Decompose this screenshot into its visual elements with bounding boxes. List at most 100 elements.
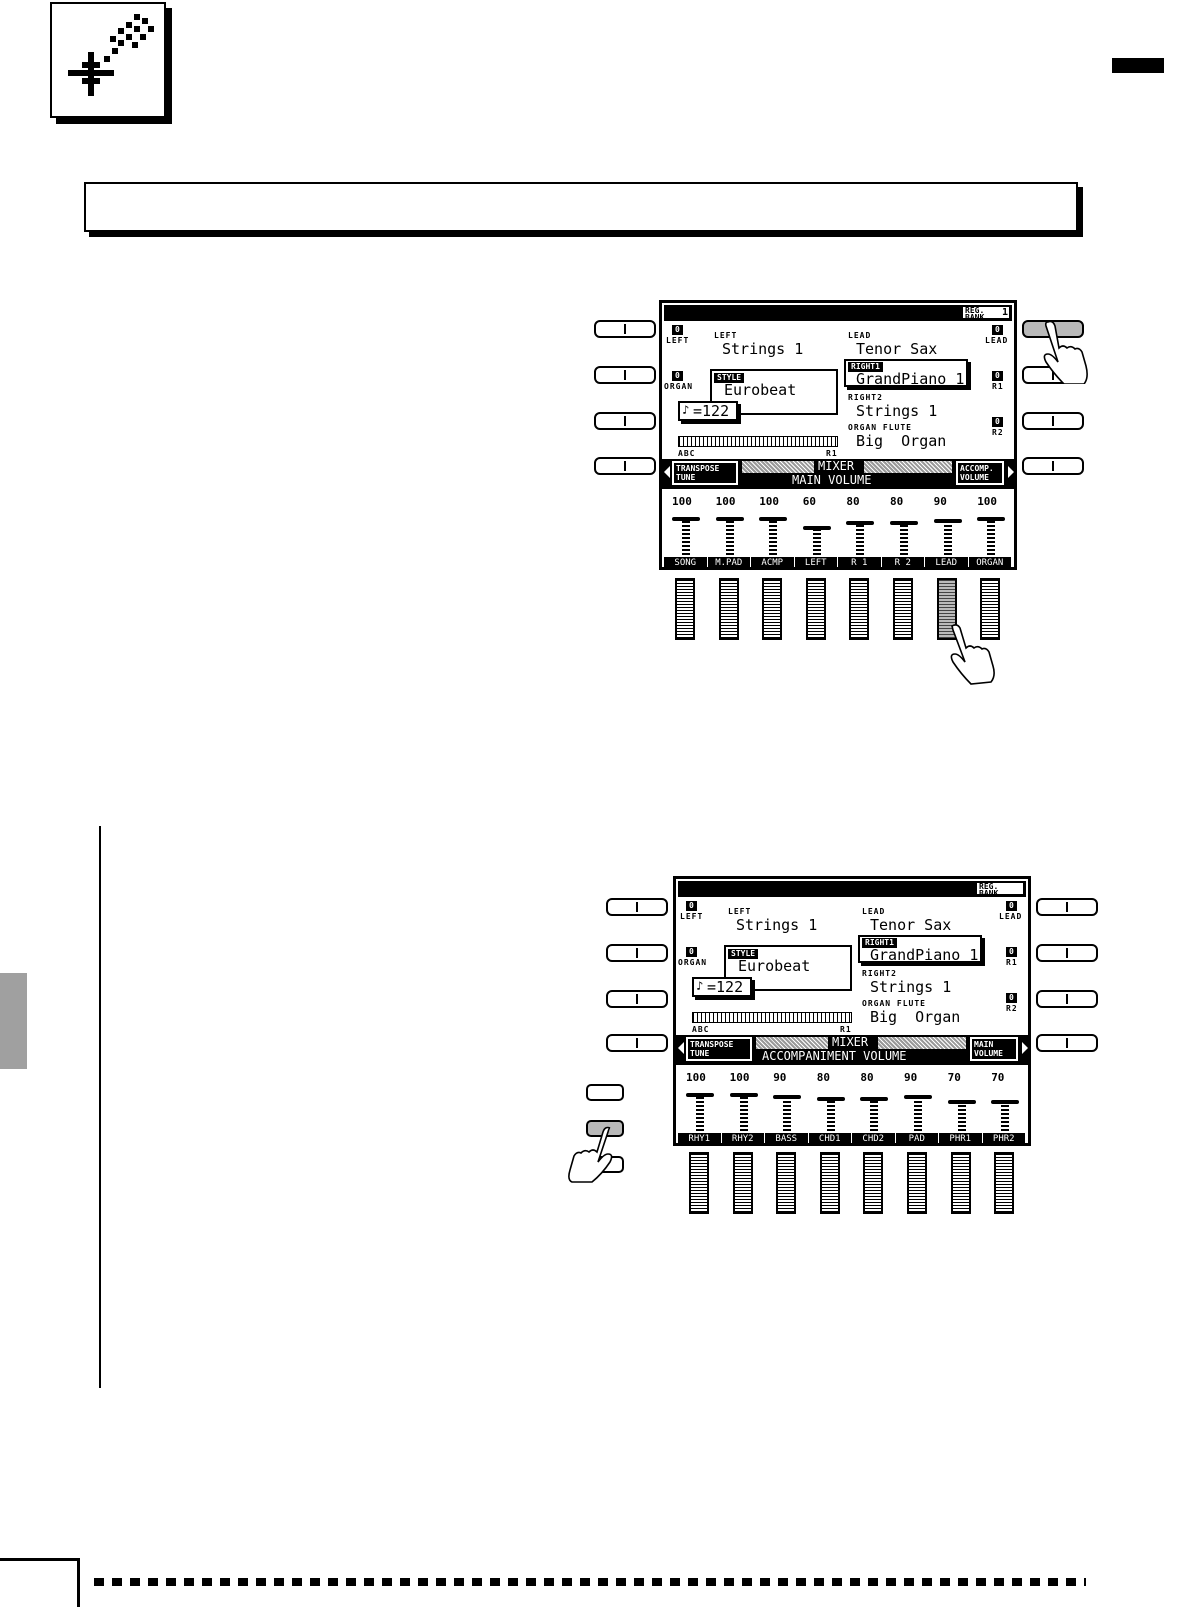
lcd-title-bar [678, 881, 1026, 897]
slider-cap [933, 519, 962, 524]
r1-mark: R1 [826, 449, 838, 458]
right1-voice-name: GrandPiano 1 [856, 370, 965, 388]
lcd-right-button-3[interactable] [1022, 412, 1084, 430]
pointing-hand-icon [950, 624, 995, 685]
channel-value: 100 [759, 495, 780, 508]
channel-value: 90 [773, 1071, 787, 1084]
tempo-box [692, 977, 752, 997]
abc-label: ABC [692, 1025, 710, 1034]
channel-level-slider [802, 511, 831, 557]
lcd-left-button-2[interactable] [594, 366, 656, 384]
slider-cap [802, 525, 831, 530]
lcd-right-button-4[interactable] [1036, 1034, 1098, 1052]
slider-cap [991, 1099, 1020, 1104]
channel-value: 90 [933, 495, 947, 508]
channel-level-slider [904, 1087, 932, 1133]
channel-fader[interactable] [994, 1152, 1015, 1214]
organ-flute-name: Big Organ [856, 432, 947, 450]
r1-side-label: R1 [1006, 958, 1018, 967]
channel-label: LEFT [794, 557, 837, 567]
style-label: STYLE [728, 949, 759, 959]
left-side-label: LEFT [680, 912, 704, 921]
channel-fader[interactable] [718, 578, 739, 640]
lcd-left-button-3[interactable] [594, 412, 656, 430]
pointing-hand-icon [1043, 320, 1088, 384]
arrow-right-icon [1008, 466, 1014, 478]
slider-stem [739, 1097, 748, 1131]
metronome-icon: ♪ [682, 403, 690, 417]
tempo-value: =122 [707, 978, 744, 996]
channel-label: CHD2 [852, 1133, 895, 1143]
channel-fader[interactable] [675, 578, 695, 640]
channel-label: PHR2 [982, 1133, 1025, 1143]
r2-num-badge: 0 [992, 417, 1003, 427]
channel-label: LEAD [925, 557, 968, 567]
channel-label: SONG [664, 557, 707, 567]
mixer-mode: MAIN VOLUME [792, 473, 872, 487]
footer-dashed-line [94, 1578, 1086, 1586]
transpose-tune-tag: TRANSPOSE TUNE [672, 461, 738, 485]
channel-fader[interactable] [805, 578, 826, 640]
channel-label: BASS [765, 1133, 808, 1143]
lcd-right-button-1[interactable] [1036, 898, 1098, 916]
slider-stem [943, 523, 952, 555]
channel-fader[interactable] [776, 1152, 797, 1214]
r2-num-badge: 0 [1006, 993, 1017, 1003]
left-voice-label: LEFT [728, 907, 752, 916]
slider-cap [672, 517, 700, 521]
channel-fader[interactable] [762, 578, 783, 640]
channel-fader[interactable] [689, 1152, 709, 1214]
slider-stem [725, 521, 734, 555]
left-voice-name: Strings 1 [722, 340, 804, 358]
lcd-title-bar [664, 305, 1012, 321]
lcd-right-button-3[interactable] [1036, 990, 1098, 1008]
channel-level-slider [686, 1087, 714, 1133]
slider-cap [860, 1097, 889, 1102]
mixer-mode: ACCOMPANIMENT VOLUME [762, 1049, 907, 1063]
channel-level-slider [846, 511, 875, 557]
channel-fader[interactable] [819, 1152, 840, 1214]
lcd-right-button-2[interactable] [1036, 944, 1098, 962]
tempo-box [678, 401, 738, 421]
tempo-value: =122 [693, 402, 730, 420]
channel-level-slider [715, 511, 744, 557]
lcd-left-button-4[interactable] [606, 1034, 668, 1052]
right2-voice-name: Strings 1 [856, 402, 938, 420]
lcd-left-button-3[interactable] [606, 990, 668, 1008]
channel-fader[interactable] [950, 1152, 971, 1214]
lcd-screen-1: REG. BANK 1 0 LEFT 0 ORGAN 0 LEAD 0 R1 0… [659, 300, 1017, 570]
lcd-right-button-4[interactable] [1022, 457, 1084, 475]
channel-fader[interactable] [849, 578, 870, 640]
lcd-left-button-2[interactable] [606, 944, 668, 962]
mixer-hatch-left [756, 1037, 828, 1049]
organ-flute-name: Big Organ [870, 1008, 961, 1026]
channel-fader[interactable] [863, 1152, 884, 1214]
slider-cap [977, 517, 1006, 521]
channel-level-slider [933, 511, 962, 557]
left-num-badge: 0 [686, 901, 697, 911]
channel-fader[interactable] [907, 1152, 927, 1214]
lcd-screen-2: REG. BANK 0 LEFT 0 ORGAN 0 LEAD 0 R1 0 R… [673, 876, 1031, 1146]
organ-num-badge: 0 [672, 371, 683, 381]
channel-fader[interactable] [936, 578, 957, 640]
lead-voice-label: LEAD [862, 907, 886, 916]
channel-fader[interactable] [732, 1152, 753, 1214]
slider-stem [696, 1097, 704, 1131]
slider-cap [759, 517, 788, 521]
channel-fader[interactable] [893, 578, 913, 640]
organ-num-badge: 0 [686, 947, 697, 957]
lcd-left-button-1[interactable] [594, 320, 656, 338]
abc-label: ABC [678, 449, 696, 458]
slider-cap [729, 1093, 758, 1097]
right1-label: RIGHT1 [862, 938, 897, 948]
mixer-title: MIXER [818, 459, 855, 473]
slider-stem [812, 529, 821, 555]
lcd-left-button-1[interactable] [606, 898, 668, 916]
channel-label: CHD1 [808, 1133, 851, 1143]
panel-button-upper[interactable] [586, 1084, 624, 1101]
lcd-left-button-4[interactable] [594, 457, 656, 475]
right1-voice-name: GrandPiano 1 [870, 946, 979, 964]
channel-fader[interactable] [980, 578, 1001, 640]
